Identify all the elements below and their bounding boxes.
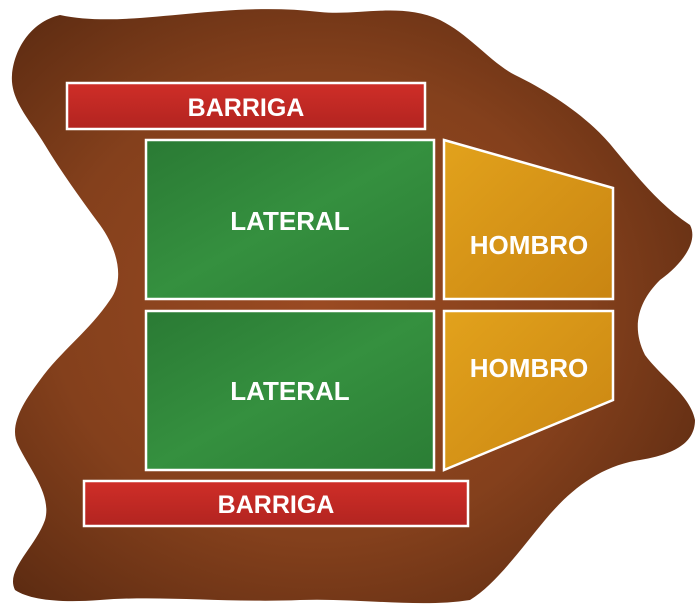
- belly-bottom-region: [82, 479, 470, 528]
- lateral-bottom-label: LATERAL: [230, 376, 350, 406]
- lateral-bottom-region: [144, 309, 436, 472]
- belly-bottom-label: BARRIGA: [218, 491, 335, 519]
- belly-top-region: [65, 81, 427, 131]
- shoulder-bottom-label: HOMBRO: [470, 353, 588, 383]
- shoulder-top-region: [442, 138, 615, 301]
- shoulder-top-label: HOMBRO: [470, 230, 588, 260]
- shoulder-bottom-region: [442, 309, 615, 472]
- belly-top-label: BARRIGA: [188, 94, 305, 122]
- lateral-top-label: LATERAL: [230, 206, 350, 236]
- lateral-top-region: [144, 138, 436, 301]
